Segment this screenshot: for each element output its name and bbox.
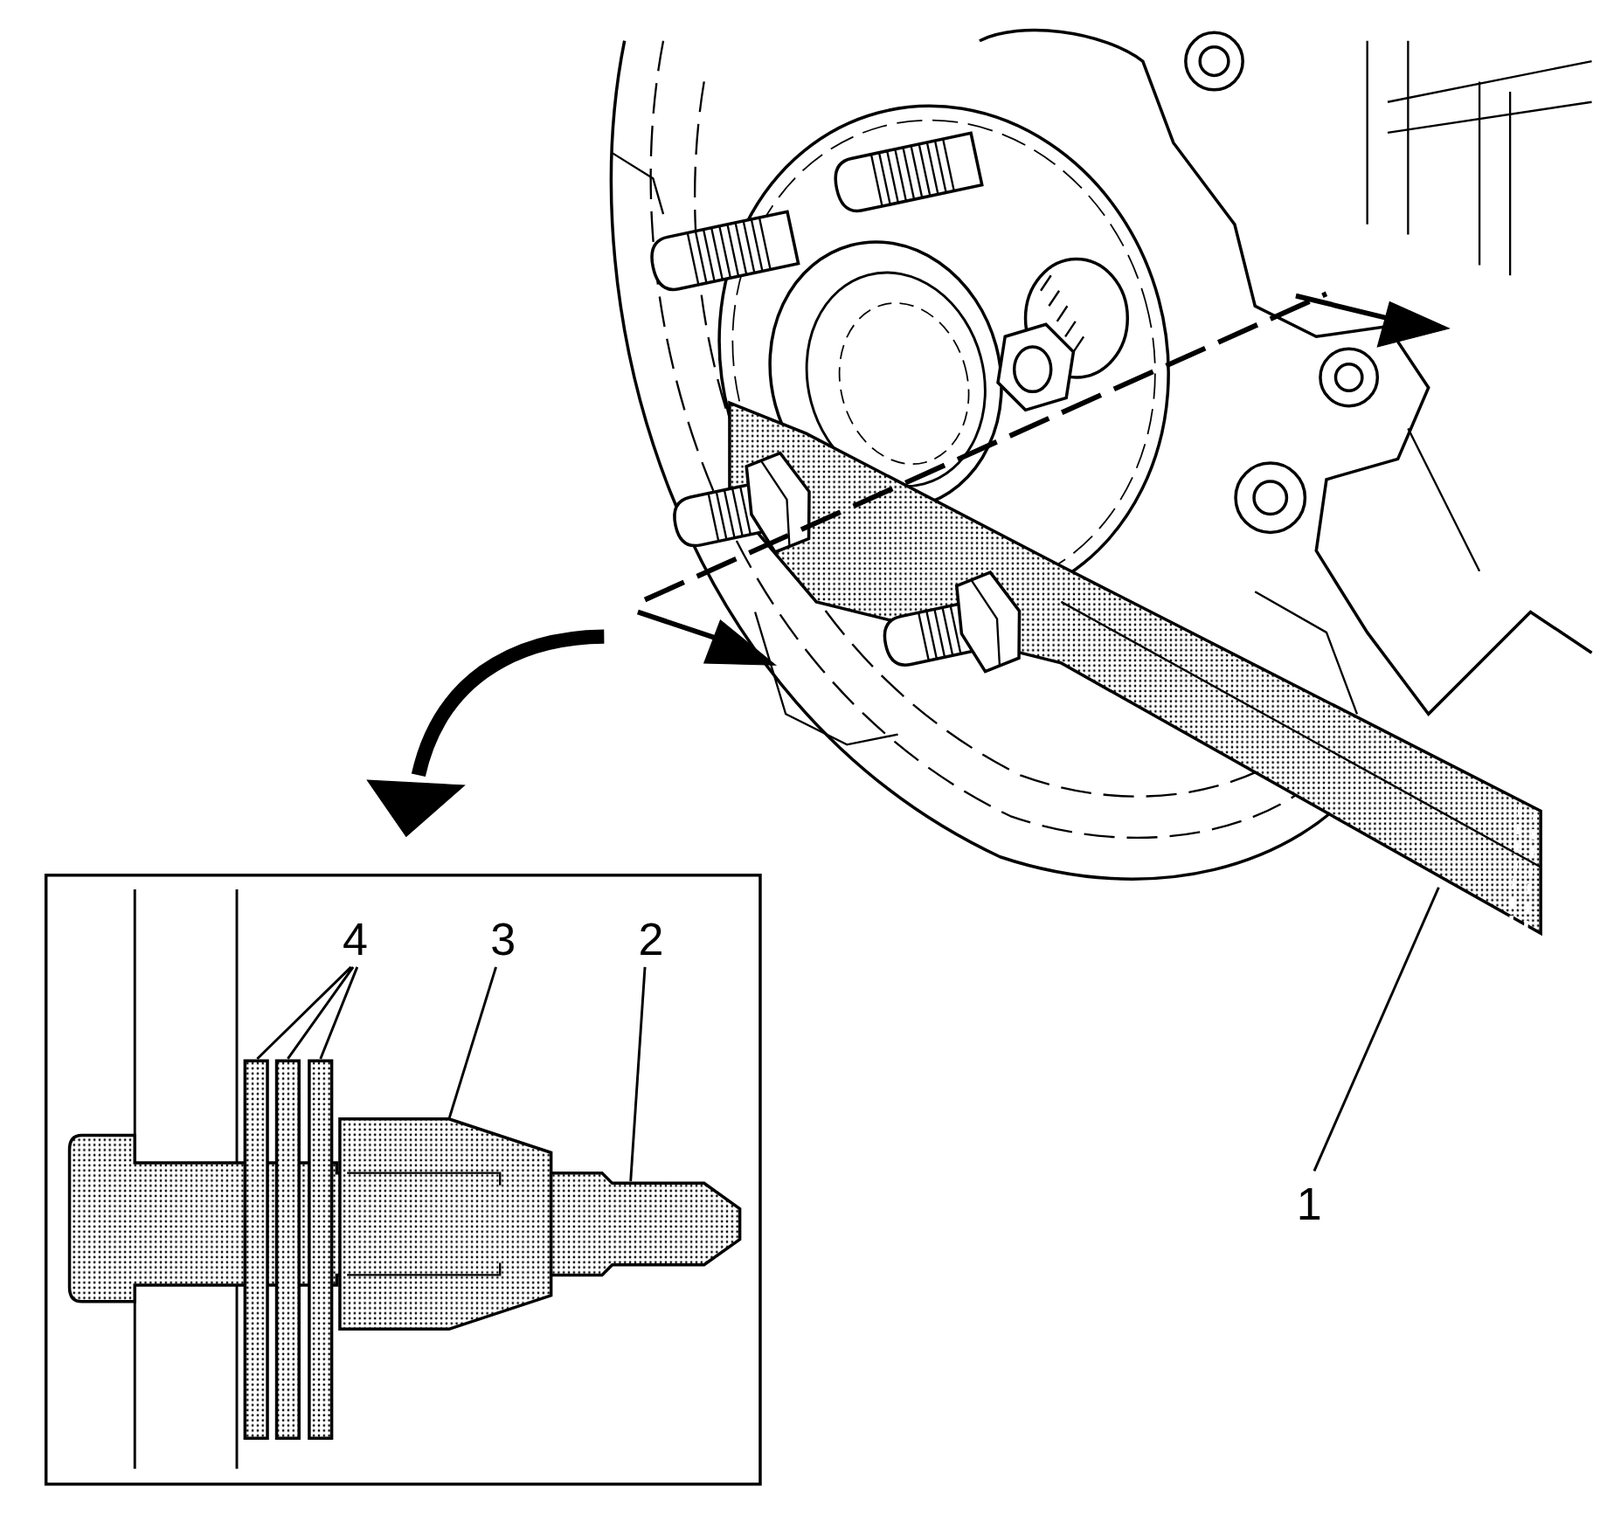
knuckle: [1185, 32, 1243, 90]
axle-nut: [997, 324, 1074, 410]
detail-inset: [309, 1060, 333, 1439]
wheel-stud: [687, 217, 771, 285]
leader-line: [630, 967, 645, 1182]
axis-arrow: [704, 620, 776, 665]
knuckle: [1254, 428, 1480, 714]
axis-arrow: [637, 293, 1449, 665]
flange-holder-tool: [729, 402, 1541, 934]
callout-number: 4: [342, 916, 368, 963]
wheel-stud: [708, 486, 751, 542]
detail-inset: [46, 875, 761, 1485]
flange-holder-tool: [1509, 805, 1536, 934]
wheel-stud: [875, 567, 1031, 691]
flange-holder-tool: [729, 402, 1541, 934]
axis-arrow: [1377, 302, 1449, 347]
knuckle: [1320, 348, 1378, 406]
leader-line: [1314, 887, 1439, 1172]
knuckle: [1387, 61, 1593, 133]
detail-arrow: [418, 637, 604, 776]
axle-nut: [1014, 346, 1052, 392]
knuckle: [1235, 463, 1305, 533]
callout-number: 2: [638, 916, 665, 963]
wheel-stud: [871, 138, 955, 207]
detail-arrow: [367, 780, 465, 837]
wheel-stud: [647, 211, 799, 293]
detail-inset: [277, 1060, 300, 1439]
leader-line: [449, 967, 497, 1120]
leader-line: [256, 967, 357, 1060]
knuckle: [1367, 41, 1510, 277]
detail-inset: [46, 875, 761, 1485]
wheel-stud: [918, 605, 961, 661]
detail-inset: [244, 1060, 268, 1439]
backing-plate: [612, 152, 664, 215]
wheel-stud: [647, 132, 1031, 691]
callout-number: 1: [1296, 1181, 1323, 1227]
wheel-stud: [831, 132, 983, 215]
axis-arrow: [644, 293, 1327, 600]
detail-inset: [339, 1119, 552, 1330]
detail-arrow: [367, 637, 604, 838]
hub-flange: [821, 288, 986, 479]
axis-arrow: [637, 612, 715, 638]
flange-holder-tool: [1060, 602, 1541, 868]
callout-number: 3: [490, 916, 516, 963]
knuckle: [1253, 481, 1287, 514]
knuckle: [1199, 47, 1229, 77]
wheel-stud: [831, 132, 983, 215]
wheel-stud: [664, 449, 820, 572]
wheel-stud: [950, 567, 1031, 675]
leader-line: [256, 887, 1439, 1182]
wheel-stud: [647, 211, 799, 293]
wheel-stud: [970, 575, 1007, 668]
detail-inset: [346, 1173, 500, 1276]
axle-nut: [997, 259, 1128, 411]
axis-arrow: [1295, 296, 1388, 319]
wheel-stud: [761, 457, 797, 549]
knuckle: [1335, 364, 1362, 391]
backing-plate: [754, 612, 898, 746]
